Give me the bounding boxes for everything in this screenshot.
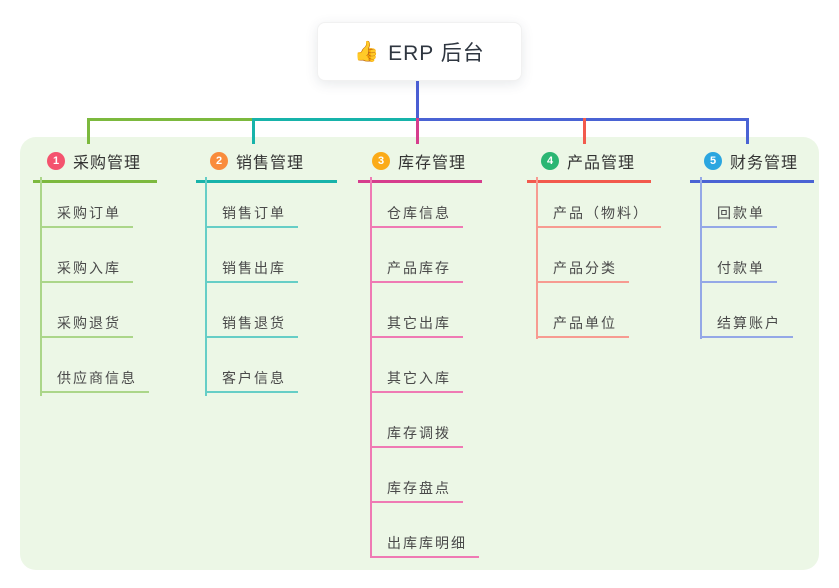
branch-title: 产品管理 [567, 155, 636, 172]
connector-bus-purchase [87, 118, 254, 121]
child-item[interactable]: 回款单 [700, 204, 777, 228]
branch-node-inventory[interactable]: 3 库存管理 [358, 147, 483, 183]
branch-node-sales[interactable]: 2 销售管理 [196, 147, 337, 183]
child-item[interactable]: 付款单 [700, 259, 777, 283]
child-item[interactable]: 产品单位 [536, 314, 629, 338]
child-item[interactable]: 销售出库 [205, 259, 298, 283]
child-item[interactable]: 结算账户 [700, 314, 793, 338]
child-item[interactable]: 产品库存 [370, 259, 463, 283]
children-line-inventory [370, 177, 372, 558]
child-item[interactable]: 库存调拨 [370, 424, 463, 448]
connector-drop-product [583, 118, 586, 144]
children-line-purchase [40, 177, 42, 396]
child-item[interactable]: 产品分类 [536, 259, 629, 283]
root-node[interactable]: 👍 ERP 后台 [317, 22, 522, 81]
branch-badge: 4 [541, 152, 559, 170]
connector-bus-sales [253, 118, 418, 121]
branch-badge: 1 [47, 152, 65, 170]
branches-panel [20, 137, 819, 570]
child-item[interactable]: 采购订单 [40, 204, 133, 228]
connector-drop-finance [746, 118, 749, 144]
branch-node-finance[interactable]: 5 财务管理 [690, 147, 815, 183]
child-item[interactable]: 其它出库 [370, 314, 463, 338]
child-item[interactable]: 采购退货 [40, 314, 133, 338]
branch-title: 库存管理 [398, 155, 467, 172]
branch-title: 销售管理 [236, 155, 305, 172]
child-item[interactable]: 客户信息 [205, 369, 298, 393]
child-item[interactable]: 采购入库 [40, 259, 133, 283]
branch-node-purchase[interactable]: 1 采购管理 [33, 147, 158, 183]
branch-badge: 5 [704, 152, 722, 170]
branch-title: 财务管理 [730, 155, 799, 172]
root-label: ERP 后台 [388, 41, 485, 65]
child-item[interactable]: 库存盘点 [370, 479, 463, 503]
connector-drop-inventory [416, 118, 419, 144]
child-item[interactable]: 仓库信息 [370, 204, 463, 228]
branch-badge: 2 [210, 152, 228, 170]
branch-title: 采购管理 [73, 155, 142, 172]
child-item[interactable]: 销售订单 [205, 204, 298, 228]
branch-badge: 3 [372, 152, 390, 170]
thumbs-up-icon: 👍 [354, 40, 380, 63]
child-item[interactable]: 其它入库 [370, 369, 463, 393]
child-item[interactable]: 出库库明细 [370, 534, 479, 558]
connector-drop-sales [252, 118, 255, 144]
children-line-product [536, 177, 538, 339]
connector-bus-finance [416, 118, 749, 121]
child-item[interactable]: 供应商信息 [40, 369, 149, 393]
children-line-finance [700, 177, 702, 339]
children-line-sales [205, 177, 207, 396]
branch-node-product[interactable]: 4 产品管理 [527, 147, 652, 183]
child-item[interactable]: 产品（物料） [536, 204, 661, 228]
child-item[interactable]: 销售退货 [205, 314, 298, 338]
connector-root-stem [416, 81, 419, 119]
connector-drop-purchase [87, 118, 90, 144]
